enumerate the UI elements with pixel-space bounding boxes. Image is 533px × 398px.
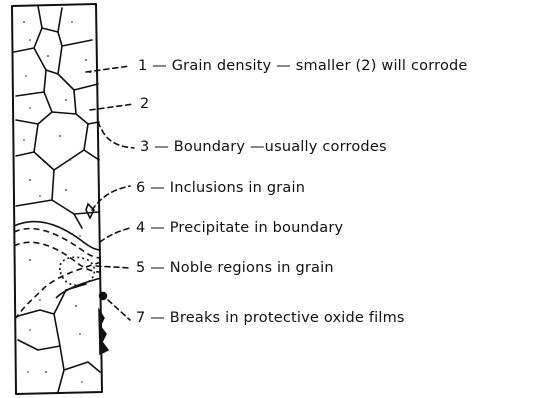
noble-region <box>60 257 95 285</box>
metal-specimen <box>12 4 102 394</box>
label-grain-density: 1 — Grain density — smaller (2) will cor… <box>138 58 468 74</box>
label-2: 2 <box>140 96 149 112</box>
label-inclusions: 6 — Inclusions in grain <box>136 180 305 196</box>
label-noble-regions: 5 — Noble regions in grain <box>136 260 334 276</box>
precipitate-band <box>14 229 101 318</box>
label-boundary: 3 — Boundary —usually corrodes <box>140 139 387 155</box>
label-oxide-film-breaks: 7 — Breaks in protective oxide films <box>136 310 405 326</box>
inclusion-marker <box>86 204 94 218</box>
grain-boundaries <box>14 6 100 392</box>
label-precipitate: 4 — Precipitate in boundary <box>136 220 344 236</box>
leader-lines <box>86 66 134 320</box>
